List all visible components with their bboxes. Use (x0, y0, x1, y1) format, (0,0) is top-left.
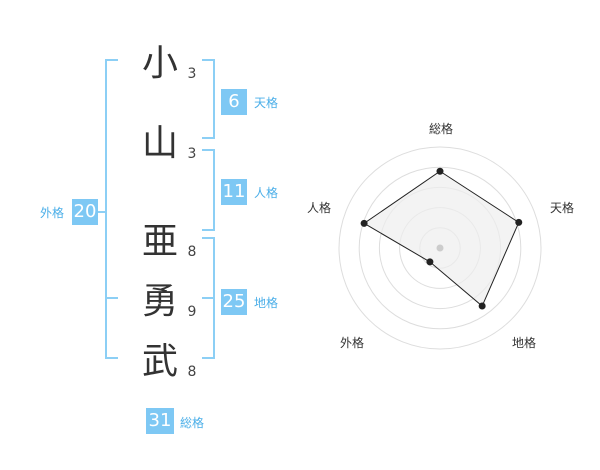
radar-polygon (363, 170, 520, 307)
jinkaku-bracket (202, 149, 215, 231)
name-char-4: 勇 (141, 281, 178, 322)
stroke-count-1: 3 (187, 66, 197, 82)
tenkaku-badge: 6 (221, 89, 247, 115)
stroke-count-5: 8 (187, 364, 197, 380)
name-char-3: 亜 (141, 221, 178, 262)
gaikaku-badge: 20 (72, 199, 98, 225)
name-char-2: 山 (141, 123, 178, 164)
jinkaku-badge: 11 (221, 179, 247, 205)
radar-ring-2 (358, 166, 522, 330)
radar-label-jinkaku: 人格 (306, 201, 331, 215)
radar-point-4 (426, 258, 434, 266)
radar-label-gaikaku: 外格 (339, 336, 364, 350)
radar-label-chikaku: 地格 (511, 336, 536, 350)
radar-label-tenkaku: 天格 (549, 201, 574, 215)
radar-ring-1 (338, 146, 542, 350)
stroke-count-3: 8 (187, 244, 197, 260)
radar-center-dot (436, 244, 444, 252)
radar-point-5 (360, 219, 368, 227)
radar-label-soukaku: 総格 (428, 122, 453, 136)
name-char-5: 武 (141, 341, 178, 382)
chikaku-label: 地格 (254, 296, 279, 310)
soukaku-label: 総格 (180, 416, 205, 430)
name-char-1: 小 (141, 43, 178, 84)
stroke-count-4: 9 (187, 304, 197, 320)
gaikaku-bracket (105, 59, 118, 359)
tenkaku-label: 天格 (254, 96, 279, 110)
tenkaku-bracket (202, 59, 215, 139)
radar-point-1 (436, 167, 444, 175)
radar-point-3 (478, 302, 486, 310)
soukaku-badge: 31 (146, 408, 174, 434)
jinkaku-label: 人格 (254, 186, 279, 200)
radar-point-2 (515, 218, 523, 226)
stroke-count-2: 3 (187, 146, 197, 162)
gaikaku-label: 外格 (40, 206, 65, 220)
chikaku-badge: 25 (221, 289, 247, 315)
